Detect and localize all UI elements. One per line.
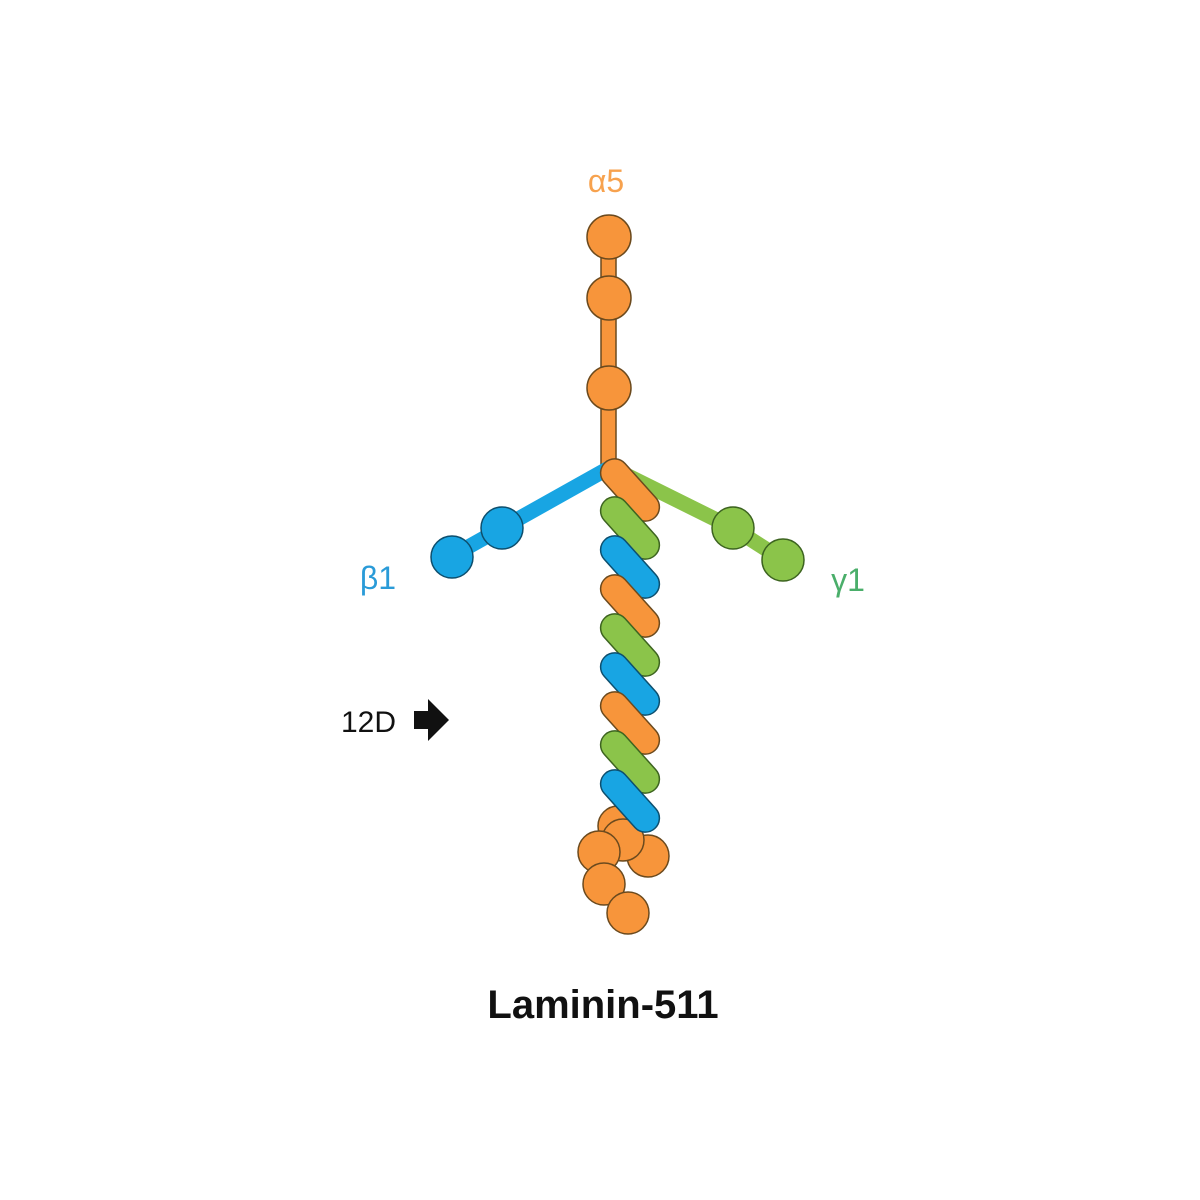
coil-segment-beta-3	[599, 769, 661, 833]
alpha5-globule-3	[586, 365, 632, 411]
beta1-short-arm	[430, 460, 617, 579]
diagram-title: Laminin-511	[487, 983, 718, 1027]
alpha5-short-arm	[586, 214, 632, 473]
beta1-globule-2	[430, 535, 474, 579]
beta1-globule-1	[480, 506, 524, 550]
alpha5-globule-2	[586, 275, 632, 321]
alpha5-label: α5	[588, 163, 624, 199]
gamma1-globule-2	[761, 538, 805, 582]
gamma1-label: γ1	[831, 562, 865, 598]
alpha5-arm-rod	[600, 235, 617, 473]
beta1-label: β1	[360, 560, 396, 596]
lg-globule-6	[606, 891, 650, 935]
marker-12d-label: 12D	[341, 706, 396, 739]
lg-globule-5	[582, 862, 626, 906]
alpha5-globule-1	[586, 214, 632, 260]
gamma1-globule-1	[711, 506, 755, 550]
right-arrow-icon	[414, 699, 449, 741]
coiled-coil	[599, 458, 661, 833]
